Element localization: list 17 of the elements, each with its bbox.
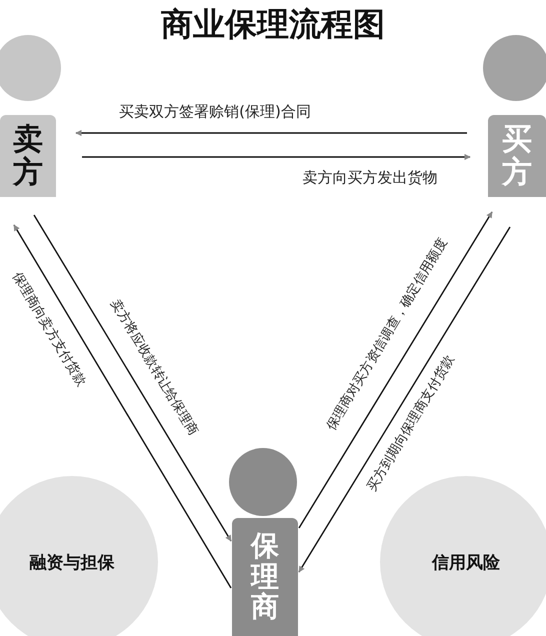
party-block — [488, 115, 546, 197]
edge-label: 卖方向买方发出货物 — [302, 169, 438, 187]
diagram-title: 商业保理流程图 — [160, 4, 386, 44]
arrow — [33, 214, 232, 542]
party-label: 买方 — [502, 123, 532, 189]
arrow — [298, 211, 493, 528]
arrow — [82, 154, 471, 160]
party-block — [0, 115, 56, 197]
party-block — [232, 518, 298, 636]
arrow — [13, 224, 232, 588]
circle-label: 信用风险 — [432, 552, 500, 574]
arrow — [298, 226, 511, 573]
edge-label: 买卖双方签署赊销(保理)合同 — [119, 103, 311, 121]
arrow — [75, 130, 467, 136]
party-label: 保理商 — [251, 530, 279, 624]
party-label: 卖方 — [13, 123, 43, 189]
circle-label: 融资与担保 — [30, 552, 114, 574]
